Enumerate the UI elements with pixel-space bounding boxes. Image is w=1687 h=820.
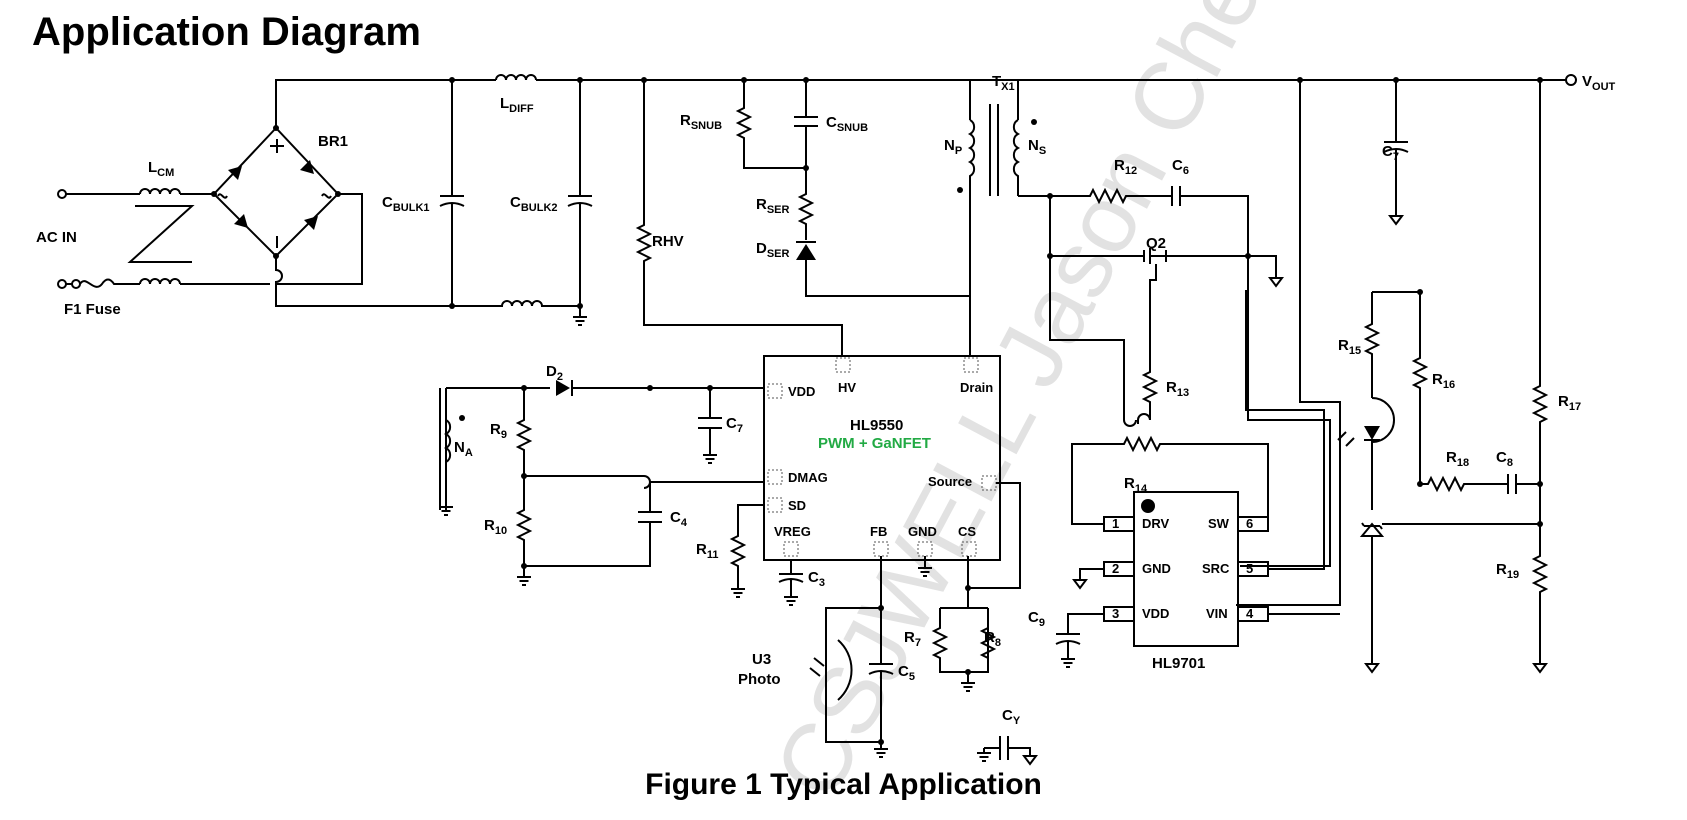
tx1-label: TX1 — [992, 73, 1015, 93]
c5-label: C5 — [898, 663, 915, 683]
r9-label: R9 — [490, 421, 507, 441]
r13-label: R13 — [1166, 379, 1189, 399]
aux-network — [438, 380, 1037, 765]
c9-label: C9 — [1028, 609, 1045, 629]
pin-sd: SD — [788, 498, 806, 513]
csnub-label: CSNUB — [826, 114, 868, 134]
r10-label: R10 — [484, 517, 507, 537]
pin-hv: HV — [838, 380, 856, 395]
c8-label: C8 — [1496, 449, 1513, 469]
sr-pin2-name: GND — [1142, 561, 1171, 576]
r17-label: R17 — [1558, 393, 1581, 413]
pin-source: Source — [928, 474, 972, 489]
page-title: Application Diagram — [32, 10, 421, 54]
ic-main-subtitle: PWM + GaNFET — [818, 435, 931, 452]
c7-top-label: C7 — [1382, 143, 1399, 163]
secondary-sr — [1018, 186, 1331, 567]
r12-label: R12 — [1114, 157, 1137, 177]
r15-label: R15 — [1338, 337, 1361, 357]
pin-fb: FB — [870, 524, 887, 539]
pin-drain: Drain — [960, 380, 993, 395]
sr-pin3-name: VDD — [1142, 606, 1169, 621]
na-label: NA — [454, 439, 473, 459]
rsnub-label: RSNUB — [680, 112, 722, 132]
ldiff-label: LDIFF — [500, 95, 534, 115]
sr-pin2-num: 2 — [1112, 561, 1119, 576]
sr-pin6-name: SW — [1208, 516, 1230, 531]
pin-dmag: DMAG — [788, 470, 828, 485]
sr-pin5-num: 5 — [1246, 561, 1253, 576]
r8-label: R8 — [984, 629, 1001, 649]
ic-hl9701 — [1055, 290, 1340, 668]
input-stage — [57, 79, 490, 307]
lcm-label: LCM — [148, 159, 174, 179]
pin-gnd: GND — [908, 524, 937, 539]
dser-label: DSER — [756, 240, 790, 260]
cy-label: CY — [1002, 707, 1021, 727]
c7-label: C7 — [726, 415, 743, 435]
ac-in-label: AC IN — [36, 229, 77, 246]
r11-label: R11 — [696, 541, 718, 561]
sr-pin5-name: SRC — [1202, 561, 1230, 576]
c6-label: C6 — [1172, 157, 1189, 177]
r18-label: R18 — [1446, 449, 1469, 469]
c3-label: C3 — [808, 569, 825, 589]
r7-label: R7 — [904, 629, 921, 649]
d2-label: D2 — [546, 363, 563, 383]
q2-label: Q2 — [1146, 235, 1166, 252]
figure-caption: Figure 1 Typical Application — [645, 768, 1042, 801]
br1-label: BR1 — [318, 133, 348, 150]
bulk-filter — [439, 74, 1000, 326]
output-feedback — [1236, 74, 1577, 673]
sr-pin4-name: VIN — [1206, 606, 1228, 621]
ns-label: NS — [1028, 137, 1046, 157]
ic-sr-name: HL9701 — [1152, 655, 1205, 672]
sr-pin6-num: 6 — [1246, 516, 1253, 531]
sr-pin4-num: 4 — [1246, 606, 1254, 621]
cbulk1-label: CBULK1 — [382, 194, 430, 214]
pin-cs: CS — [958, 524, 976, 539]
fuse-label: F1 Fuse — [64, 301, 121, 318]
ic-main-name: HL9550 — [850, 417, 903, 434]
sr-pin1-name: DRV — [1142, 516, 1170, 531]
pin-vreg: VREG — [774, 524, 811, 539]
rser-label: RSER — [756, 196, 790, 216]
vout-label: VOUT — [1582, 73, 1616, 93]
r16-label: R16 — [1432, 371, 1455, 391]
rhv-label: RHV — [652, 233, 684, 250]
transformer-tx1 — [957, 79, 1560, 296]
c4-label: C4 — [670, 509, 688, 529]
r14-label: R14 — [1124, 475, 1148, 495]
sr-pin1-num: 1 — [1112, 516, 1119, 531]
cbulk2-label: CBULK2 — [510, 194, 558, 214]
u3-label: U3 — [752, 651, 771, 668]
sr-pin3-num: 3 — [1112, 606, 1119, 621]
r19-label: R19 — [1496, 561, 1519, 581]
pin-vdd: VDD — [788, 384, 815, 399]
photo-label: Photo — [738, 671, 781, 688]
np-label: NP — [944, 137, 962, 157]
